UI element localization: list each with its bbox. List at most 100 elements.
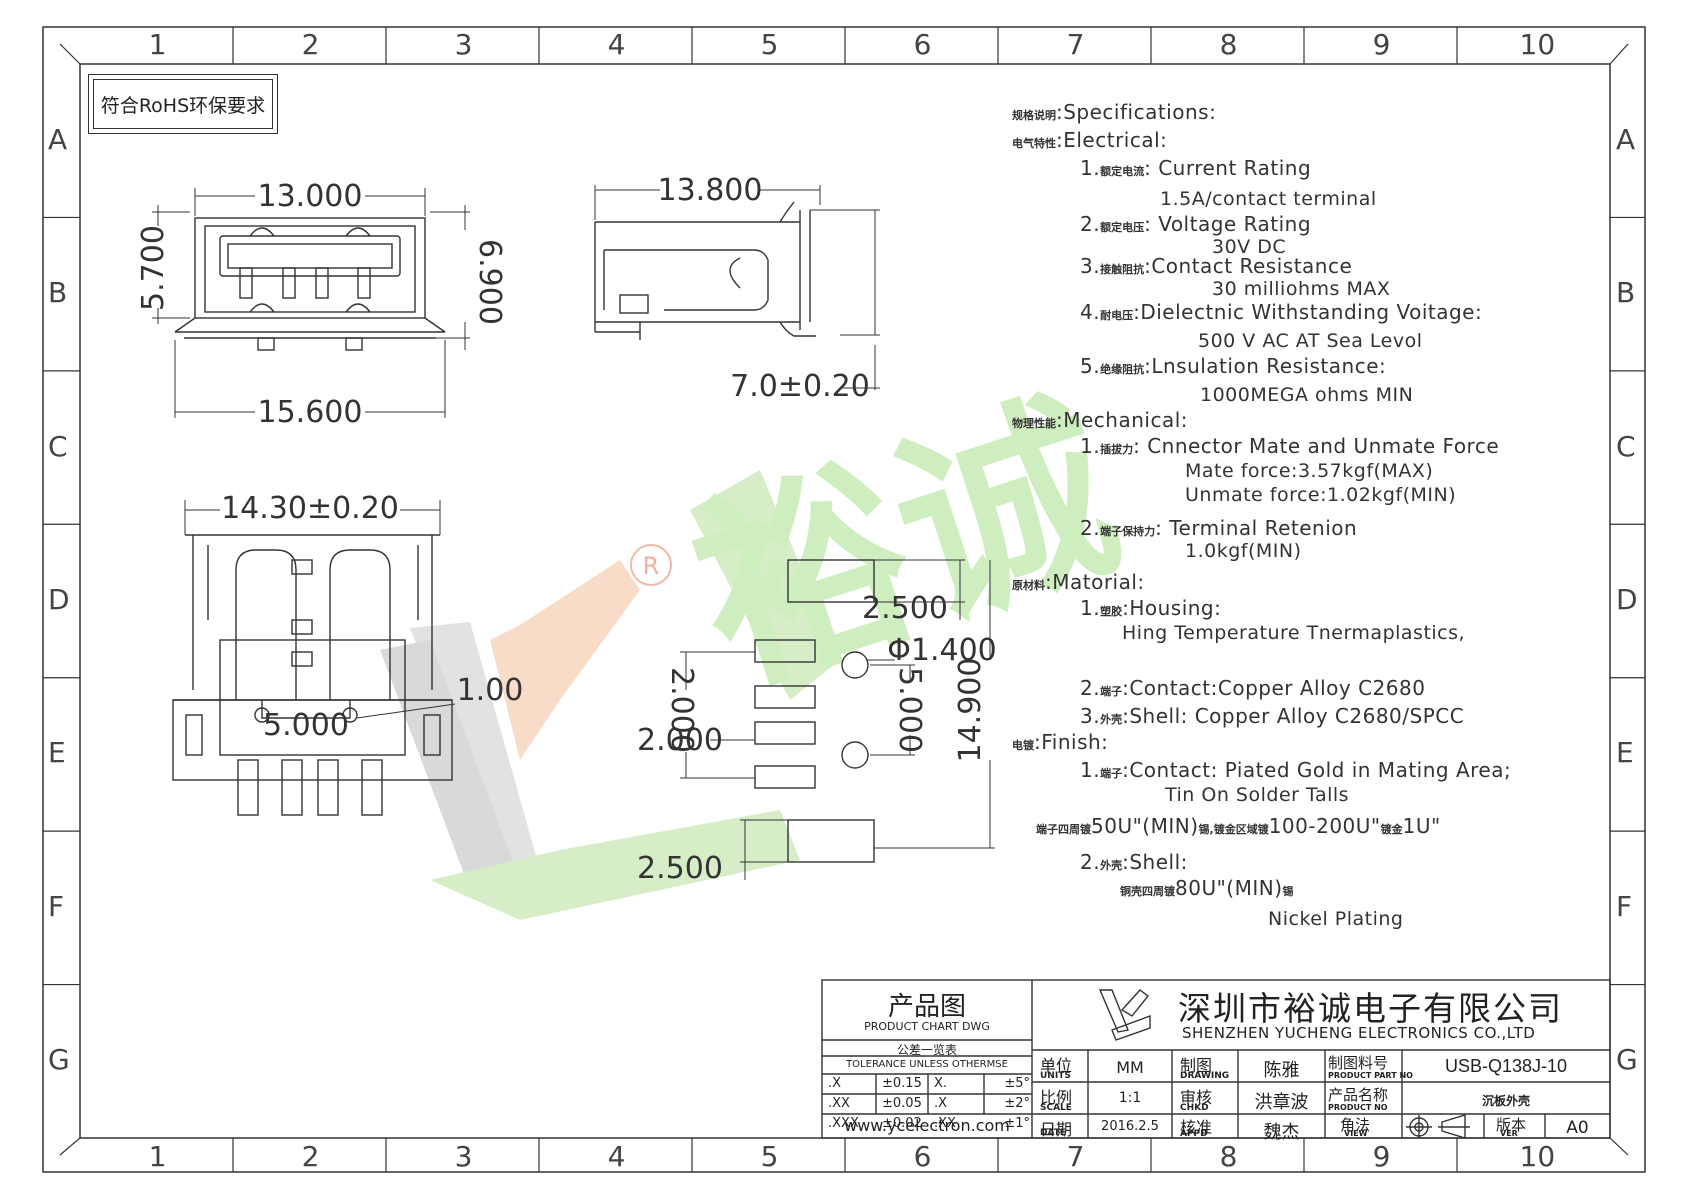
approved-value: 魏杰 <box>1263 1122 1300 1143</box>
spec-num: 3. <box>1080 254 1101 278</box>
spec-cn: 塑胶 <box>1100 605 1123 618</box>
part-no-value: USB-Q138J-10 <box>1444 1056 1568 1076</box>
zone-column-label: 2 <box>301 28 320 61</box>
spec-title-cn: 规格说明 <box>1012 109 1056 122</box>
spec-num: 1. <box>1080 596 1101 620</box>
spec-num: 4. <box>1080 300 1101 324</box>
company-name-cn: 深圳市裕诚电子有限公司 <box>1178 989 1563 1028</box>
spec-num: 1. <box>1080 758 1101 782</box>
part-no-en: PRODUCT PART NO <box>1328 1071 1413 1080</box>
registered-mark: R <box>643 552 660 580</box>
spec-shell-finish: :Shell: <box>1122 850 1188 874</box>
drawing-cn: 制图 <box>1180 1056 1213 1075</box>
version-cn: 版本 <box>1496 1116 1527 1134</box>
zone-column-label: 9 <box>1372 28 1391 61</box>
units-en: UNITS <box>1040 1071 1071 1081</box>
scale-value: 1:1 <box>1118 1090 1142 1106</box>
spec-num: 5. <box>1080 354 1101 378</box>
zone-row-label: E <box>48 736 66 770</box>
spec-cn: 额定电压 <box>1100 221 1145 234</box>
material-title: :Matorial: <box>1045 570 1145 594</box>
spec-plating-c: 1U" <box>1402 814 1441 838</box>
zone-column-label: 8 <box>1219 28 1238 61</box>
spec-voltage-value: 30V DC <box>1212 236 1287 258</box>
spec-nickel-plating: Nickel Plating <box>1268 908 1404 930</box>
version-value: A0 <box>1566 1118 1589 1138</box>
dim-top-pitch: 5.000 <box>263 708 349 743</box>
zone-row-label: C <box>48 429 68 463</box>
website: www.ycelectron.com <box>844 1116 1010 1135</box>
spec-plating-b: 100-200U" <box>1268 814 1381 838</box>
units-cn: 单位 <box>1040 1056 1073 1075</box>
part-no-cn: 制图料号 <box>1328 1054 1389 1072</box>
tolerance-cell: .XX <box>934 1116 956 1131</box>
zone-column-label: 6 <box>913 1140 932 1173</box>
zone-column-label: 10 <box>1519 28 1556 61</box>
pad-layout <box>754 559 875 863</box>
zone-column-label: 2 <box>301 1140 320 1173</box>
zone-row-label: F <box>1616 889 1633 923</box>
title-block-grid <box>821 979 1611 1139</box>
approved-cn: 核准 <box>1180 1118 1213 1137</box>
product-name-en: PRODUCT NO <box>1328 1103 1388 1112</box>
dim-front-width: 13.000 <box>258 179 363 214</box>
electrical-title: :Electrical: <box>1056 128 1168 152</box>
spec-shell-material: :Shell: Copper Alloy C2680/SPCC <box>1122 704 1465 728</box>
zone-column-label: 7 <box>1066 1140 1085 1173</box>
spec-insulation: :Lnsulation Resistance: <box>1144 354 1387 378</box>
spec-cn: 绝缘阻抗 <box>1100 363 1145 376</box>
spec-contact-finish-value: Tin On Solder Talls <box>1165 784 1350 806</box>
checked-cn: 审核 <box>1180 1088 1213 1107</box>
company-name-en: SHENZHEN YUCHENG ELECTRONICS CO.,LTD <box>1182 1024 1536 1042</box>
tolerance-cell: ±0.02 <box>882 1116 922 1131</box>
spec-mate-force-value: Mate force:3.57kgf(MAX) <box>1185 460 1434 482</box>
zone-column-label: 3 <box>454 1140 473 1173</box>
spec-title: :Specifications: <box>1056 100 1217 124</box>
electrical-cn: 电气特性 <box>1012 137 1056 150</box>
spec-mate-force: : Cnnector Mate and Unmate Force <box>1133 434 1500 458</box>
zone-row-label: G <box>48 1043 70 1077</box>
spec-housing: :Housing: <box>1122 596 1222 620</box>
zone-column-label: 8 <box>1219 1140 1238 1173</box>
rohs-label-box: 符合RoHS环保要求 <box>88 74 278 134</box>
finish-cn: 电镀 <box>1012 739 1034 752</box>
date-cn: 日期 <box>1040 1120 1073 1139</box>
dim-side-height: 7.0±0.20 <box>730 369 870 404</box>
checked-value: 洪章波 <box>1254 1092 1309 1113</box>
spec-cn: 镀金 <box>1380 823 1403 836</box>
spec-num: 2. <box>1080 676 1101 700</box>
spec-cn: 锡,镀金区域镀 <box>1198 823 1269 836</box>
spec-cn: 外壳 <box>1100 713 1123 726</box>
tolerance-cell: ±1° <box>1004 1116 1030 1131</box>
spec-terminal-retention-value: 1.0kgf(MIN) <box>1185 540 1302 562</box>
zone-column-label: 1 <box>148 28 167 61</box>
spec-current-value: 1.5A/contact terminal <box>1160 188 1377 210</box>
zone-column-label: 4 <box>607 28 626 61</box>
dim-pad-bottom: 2.500 <box>637 851 723 886</box>
spec-cn: 额定电流 <box>1100 165 1145 178</box>
zone-row-label: D <box>1616 583 1638 616</box>
zone-row-label: D <box>48 583 70 616</box>
dim-front-base-width: 15.600 <box>258 395 363 430</box>
view-en: VIEW <box>1344 1129 1368 1138</box>
drawing-en: DRAWING <box>1180 1071 1230 1081</box>
tolerance-cell: ±5° <box>1004 1076 1030 1091</box>
view-cn: 角法 <box>1340 1116 1371 1134</box>
material-cn: 原材料 <box>1012 579 1045 592</box>
tolerance-en: TOLERANCE UNLESS OTHERMSE <box>846 1059 1008 1070</box>
spec-dielectric-value: 500 V AC AT Sea Levol <box>1198 330 1423 352</box>
approved-en: APPD <box>1180 1129 1208 1139</box>
spec-cn: 锡 <box>1282 885 1294 898</box>
spec-housing-value: Hing Temperature Tnermaplastics, <box>1122 622 1466 644</box>
spec-cn: 端子保持力 <box>1100 525 1156 538</box>
zone-column-label: 7 <box>1066 28 1085 61</box>
product-chart-en: PRODUCT CHART DWG <box>864 1020 990 1033</box>
tolerance-cell: .XX <box>828 1096 850 1111</box>
spec-contact-material: :Contact:Copper Alloy C2680 <box>1122 676 1426 700</box>
spec-num: 2. <box>1080 850 1101 874</box>
tolerance-cell: ±2° <box>1004 1096 1030 1111</box>
product-chart-cn: 产品图 <box>887 992 966 1022</box>
zone-row-label: C <box>1616 429 1636 463</box>
tolerance-cell: .XXX <box>828 1116 859 1131</box>
